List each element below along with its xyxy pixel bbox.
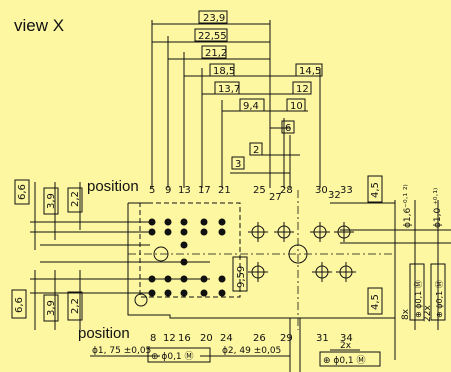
view-title: view X: [14, 16, 65, 35]
dim-14-5: 14,5: [299, 66, 321, 77]
tolerance-frame: [430, 263, 446, 321]
pin-number-bottom: 8: [150, 333, 156, 344]
dim-10: 10: [290, 101, 303, 112]
dim-box: [194, 28, 228, 42]
pin-number-bottom: 34: [340, 333, 353, 344]
pin-number-top: 33: [340, 185, 353, 196]
dim-box: [198, 10, 228, 24]
dim-box: [11, 289, 27, 319]
dim-6-6-bottom: 6,6: [14, 297, 25, 313]
pin-number-bottom: 29: [280, 333, 293, 344]
dim-box: [367, 287, 383, 315]
dim-4-5-bottom: 4,5: [370, 294, 381, 310]
dim-box: [239, 98, 265, 112]
dim-18-5: 18,5: [213, 66, 235, 77]
dim-box: [249, 142, 263, 156]
tolerance-frame-right-b: ⊕ ϕ0,1 Ⓜ: [435, 280, 444, 318]
dim-23-9: 23,9: [203, 13, 225, 24]
dim-box: [67, 187, 83, 213]
dim-box: [281, 120, 295, 134]
dim-box: [286, 98, 306, 112]
position-label-top: position: [86, 178, 140, 195]
count-22x: 22x: [423, 305, 433, 322]
pin-number-top: 25: [253, 185, 266, 196]
position-label-bottom: position: [77, 325, 131, 342]
count-2x: 2x: [340, 341, 352, 351]
pin-number-bottom: 31: [316, 333, 329, 344]
pin-number-top: 21: [218, 185, 231, 196]
dim-9-4: 9,4: [243, 101, 259, 112]
pin-number-top: 32: [328, 190, 341, 201]
dim-box: [43, 187, 59, 215]
tolerance-frame: [147, 347, 211, 363]
dim-box: [232, 256, 248, 292]
dim-box: [201, 45, 227, 59]
dim-3-9-top: 3,9: [46, 193, 57, 209]
dim-6-6-top: 6,6: [17, 184, 28, 200]
dim-2-2-top: 2,2: [70, 191, 81, 207]
dim-3: 3: [235, 159, 241, 170]
tolerance-frame: [409, 263, 425, 321]
pin-number-top: 13: [178, 185, 191, 196]
dim-box: [295, 63, 323, 77]
dim-6: 6: [285, 123, 291, 134]
pin-number-top: 27: [269, 192, 282, 203]
dim-box: [209, 63, 235, 77]
hole-dia-1-0: ϕ1,0 ⁺⁰·¹⁾: [433, 188, 443, 228]
pin-number-bottom: 20: [200, 333, 213, 344]
pin-field-outline: [139, 202, 241, 298]
pin-number-bottom: 24: [220, 333, 233, 344]
dim-21-2: 21,2: [205, 48, 227, 59]
pin-number-top: 9: [165, 185, 171, 196]
dim-box: [214, 81, 240, 95]
pin-number-bottom: 26: [253, 333, 266, 344]
dim-2-2-bottom: 2,2: [70, 298, 81, 314]
dim-13-7: 13,7: [218, 84, 240, 95]
dim-box: [14, 179, 30, 205]
dim-22-55: 22,55: [198, 31, 227, 42]
dim-box: [43, 294, 59, 322]
dim-3-9-bottom: 3,9: [46, 300, 57, 316]
pin-number-bottom: 16: [178, 333, 191, 344]
dim-box: [367, 175, 383, 203]
hole-dia-1-6: ϕ1,6⁻⁰·¹ ²⁾: [403, 184, 413, 228]
hole-dia-2-49: ϕ2, 49 ±0,05: [222, 346, 281, 356]
count-8x: 8x: [401, 308, 411, 320]
dim-9-59: 9,59: [236, 266, 247, 288]
dim-box: [231, 156, 245, 170]
pin-number-bottom: 12: [163, 333, 176, 344]
dim-box: [292, 81, 312, 95]
hole-dia-1-75: ϕ1, 75 ±0,05: [92, 346, 151, 356]
pin-number-top: 17: [198, 185, 211, 196]
dim-12: 12: [296, 84, 309, 95]
tolerance-frame-b: ⊕ ϕ0,1 Ⓜ: [323, 355, 366, 366]
tolerance-frame-a: ⊕ ϕ0,1 Ⓜ: [151, 351, 194, 362]
dim-box: [67, 291, 83, 321]
pin-number-top: 5: [149, 185, 155, 196]
tolerance-frame-right-a: ⊕ ϕ0,1 Ⓜ: [414, 280, 423, 318]
pin-number-top: 28: [280, 185, 293, 196]
dim-2: 2: [253, 145, 259, 156]
tolerance-frame: [319, 351, 381, 367]
pin-number-top: 30: [315, 185, 328, 196]
dim-4-5-top: 4,5: [370, 182, 381, 198]
